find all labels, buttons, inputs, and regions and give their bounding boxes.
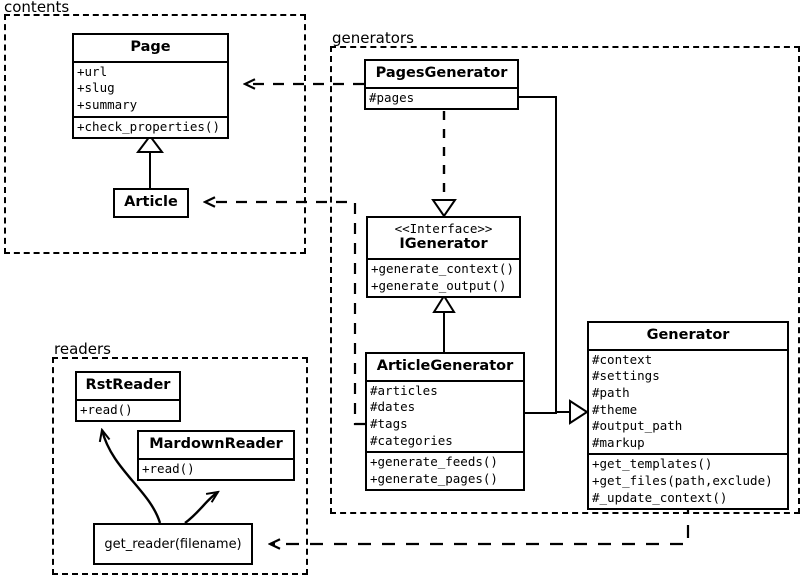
package-border-readers [52, 357, 308, 575]
package-border-contents [4, 14, 306, 254]
attribute-row: #articles [370, 382, 438, 398]
method-row: +read() [142, 460, 195, 476]
class-box-igenerator[interactable]: <<Interface>> IGenerator +generate_conte… [366, 216, 521, 299]
attribute-row: +summary [77, 96, 138, 112]
package-label-contents: contents [4, 0, 70, 16]
class-title-generator: Generator [589, 323, 787, 349]
class-attributes-generator: #context #settings #path #theme #output_… [589, 348, 787, 454]
function-box-get-reader[interactable]: get_reader(filename) [93, 523, 253, 565]
method-row: +get_templates() [592, 456, 713, 472]
package-label-generators: generators [332, 29, 414, 47]
attribute-row: #context [592, 351, 653, 367]
attribute-row: #settings [592, 368, 660, 384]
method-row: +generate_context() [371, 261, 514, 277]
class-title-rstreader: RstReader [77, 373, 179, 399]
class-methods-igenerator: +generate_context() +generate_output() [368, 258, 519, 297]
function-label-get-reader: get_reader(filename) [104, 536, 242, 552]
class-title-igenerator: <<Interface>> IGenerator [368, 218, 519, 259]
class-box-pagesgenerator[interactable]: PagesGenerator #pages [364, 59, 519, 111]
class-methods-page: +check_properties() [74, 115, 227, 138]
class-title-mardownreader: MardownReader [139, 432, 293, 458]
class-title-articlegenerator: ArticleGenerator [367, 354, 523, 380]
attribute-row: #theme [592, 401, 638, 417]
attribute-row: #path [592, 384, 630, 400]
class-box-mardownreader[interactable]: MardownReader +read() [137, 430, 295, 482]
method-row: +generate_output() [371, 277, 507, 293]
class-box-rstreader[interactable]: RstReader +read() [75, 371, 181, 423]
class-methods-mardownreader: +read() [139, 457, 293, 480]
attribute-row: +slug [77, 80, 115, 96]
class-attributes-articlegenerator: #articles #dates #tags #categories [367, 379, 523, 452]
class-attributes-pagesgenerator: #pages [366, 86, 517, 109]
class-name-igenerator: IGenerator [399, 236, 488, 253]
method-row: +generate_pages() [370, 470, 498, 486]
attribute-row: #pages [369, 89, 415, 105]
attribute-row: #markup [592, 434, 645, 450]
class-title-pagesgenerator: PagesGenerator [366, 61, 517, 87]
attribute-row: #categories [370, 432, 453, 448]
class-methods-articlegenerator: +generate_feeds() +generate_pages() [367, 451, 523, 490]
attribute-row: #tags [370, 415, 408, 431]
package-label-readers: readers [54, 340, 111, 358]
class-methods-generator: +get_templates() +get_files(path,exclude… [589, 453, 787, 509]
class-title-page: Page [74, 35, 227, 61]
class-attributes-page: +url +slug +summary [74, 60, 227, 116]
class-title-article: Article [115, 190, 187, 216]
attribute-row: #dates [370, 399, 416, 415]
class-stereotype-igenerator: <<Interface>> [394, 221, 493, 236]
method-row: +check_properties() [77, 118, 220, 134]
method-row: +get_files(path,exclude) [592, 473, 773, 489]
attribute-row: +url [77, 63, 108, 79]
class-box-article[interactable]: Article [113, 188, 189, 218]
attribute-row: #output_path [592, 418, 683, 434]
class-box-articlegenerator[interactable]: ArticleGenerator #articles #dates #tags … [365, 352, 525, 492]
class-box-generator[interactable]: Generator #context #settings #path #them… [587, 321, 789, 511]
class-methods-rstreader: +read() [77, 398, 179, 421]
method-row: +generate_feeds() [370, 454, 498, 470]
class-box-page[interactable]: Page +url +slug +summary +check_properti… [72, 33, 229, 140]
method-row: +read() [80, 401, 133, 417]
method-row: #_update_context() [592, 489, 728, 505]
